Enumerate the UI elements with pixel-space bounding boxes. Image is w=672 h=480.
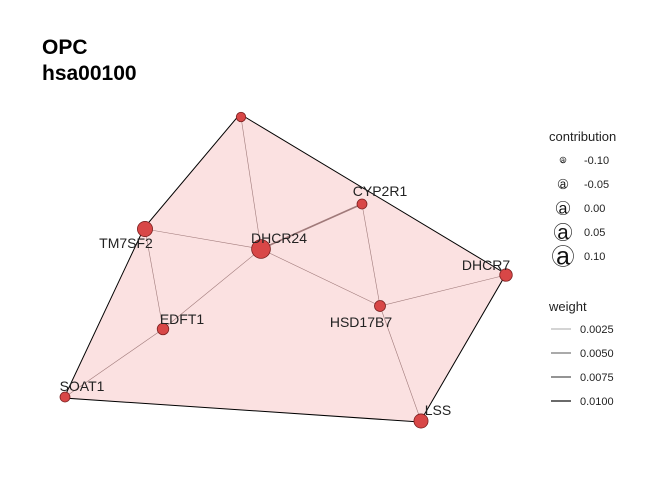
- edge-DHCR24-HSD17B7: [260, 248, 381, 307]
- edge-DHCR24-CYP2R1: [260, 203, 363, 250]
- legend-contribution-circle: [557, 178, 569, 190]
- edge-EDFT1-SOAT1: [64, 328, 164, 398]
- legend-weight-label: 0.0100: [580, 396, 614, 408]
- node-label-edft1: EDFT1: [160, 311, 205, 327]
- node-dhcr7: [499, 268, 513, 282]
- legend-contribution-glyph: a: [560, 179, 567, 191]
- legend-weight-key: 0.0025: [551, 324, 614, 336]
- legend-weight-key: 0.0075: [551, 372, 614, 384]
- node-lss: [413, 413, 429, 429]
- edge-layer: [64, 116, 507, 422]
- node-soat1: [59, 391, 71, 403]
- node-layer: [59, 111, 513, 429]
- legend-contribution-key: a 0.00: [555, 200, 605, 217]
- legend-contribution-glyph: a: [559, 200, 568, 217]
- legend-weight-label: 0.0050: [580, 348, 614, 360]
- edge-HSD17B7-DHCR7: [379, 274, 507, 307]
- node-top: [235, 111, 247, 123]
- legend-contribution-title: contribution: [549, 129, 616, 144]
- legend-contribution-label: -0.05: [584, 179, 609, 191]
- legend-contribution-items: a -0.10 a -0.05 a 0.00 a 0.05 a 0.10: [552, 155, 609, 270]
- legend: contribution a -0.10 a -0.05 a 0.00 a 0.05 a 0.10…: [548, 129, 616, 408]
- node-tm7sf2: [137, 221, 153, 237]
- node-hsd17b7: [374, 300, 386, 312]
- edge-DHCR24-EDFT1: [162, 248, 262, 330]
- node-label-lss: LSS: [425, 402, 451, 418]
- node-label-soat1: SOAT1: [60, 378, 105, 394]
- node-label-dhcr24: DHCR24: [251, 230, 307, 246]
- plot-subtitle: hsa00100: [42, 62, 137, 85]
- legend-contribution-label: 0.00: [584, 203, 605, 215]
- node-label-hsd17b7: HSD17B7: [330, 314, 392, 330]
- legend-weight-items: 0.0025 0.0050 0.0075 0.0100: [551, 324, 614, 408]
- legend-contribution-key: a 0.05: [554, 221, 605, 244]
- legend-contribution-circle: [552, 245, 574, 267]
- edge-TM7SF2-DHCR24: [144, 228, 262, 250]
- edge-HSD17B7-LSS: [379, 305, 422, 422]
- legend-weight-label: 0.0075: [580, 372, 614, 384]
- legend-contribution-label: 0.10: [584, 251, 605, 263]
- legend-contribution-key: a 0.10: [552, 242, 605, 270]
- legend-contribution-glyph: a: [561, 157, 565, 164]
- legend-contribution-circle: [555, 200, 571, 216]
- node-dhcr24: [251, 239, 271, 259]
- legend-weight-label: 0.0025: [580, 324, 614, 336]
- edge-TM7SF2-EDFT1: [144, 228, 164, 330]
- node-label-tm7sf2: TM7SF2: [99, 235, 153, 251]
- node-label-dhcr7: DHCR7: [462, 257, 510, 273]
- legend-contribution-circle: [559, 156, 567, 164]
- legend-contribution-label: 0.05: [584, 227, 605, 239]
- plot-title: OPC: [42, 36, 88, 59]
- node-edft1: [156, 322, 170, 336]
- node-label-cyp2r1: CYP2R1: [353, 183, 408, 199]
- legend-contribution-label: -0.10: [584, 155, 609, 167]
- legend-weight-key: 0.0100: [551, 396, 614, 408]
- edge-top-DHCR24: [240, 116, 262, 250]
- legend-contribution-key: a -0.10: [559, 155, 609, 167]
- legend-contribution-glyph: a: [557, 221, 569, 244]
- legend-contribution-circle: [554, 223, 572, 241]
- legend-weight-title: weight: [548, 299, 587, 314]
- legend-contribution-glyph: a: [556, 242, 570, 270]
- edge-CYP2R1-HSD17B7: [361, 203, 381, 307]
- node-cyp2r1: [356, 198, 368, 210]
- group-hull: [63, 113, 507, 423]
- legend-weight-key: 0.0050: [551, 348, 614, 360]
- legend-contribution-key: a -0.05: [557, 178, 609, 191]
